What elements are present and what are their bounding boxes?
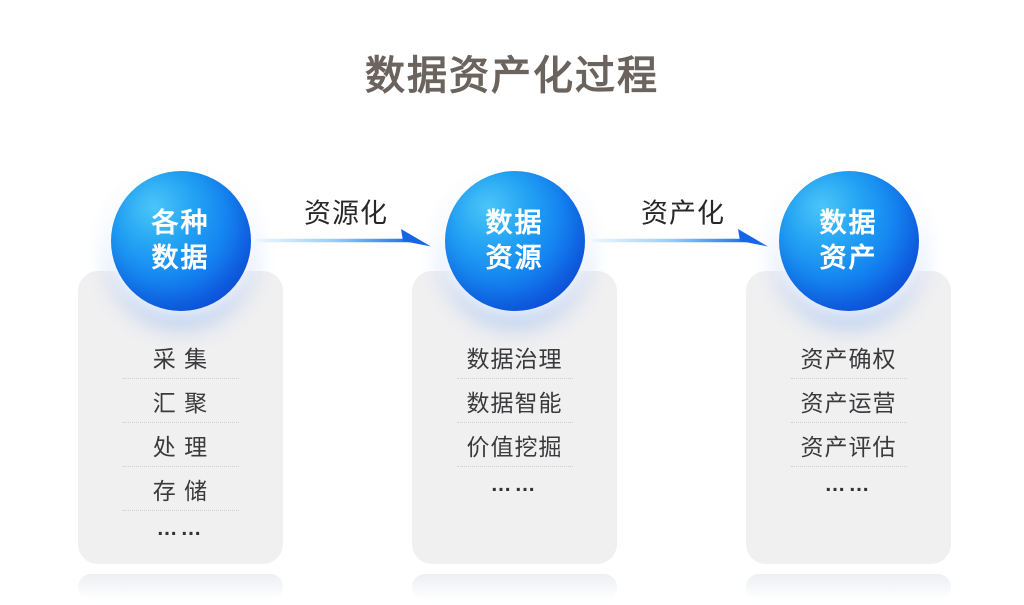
card-reflection	[412, 574, 617, 600]
ellipsis-item: ……	[156, 516, 205, 540]
divider	[790, 378, 907, 379]
list-item: 资产评估	[800, 433, 897, 460]
arrow-assetization	[592, 229, 768, 247]
bubble-label-line1: 数据	[819, 208, 878, 238]
stage-card: 采 集 汇 聚 处 理 存 储 ……	[78, 271, 283, 564]
divider	[790, 422, 907, 423]
divider	[122, 466, 239, 467]
bubble-label-line2: 资源	[485, 243, 544, 273]
bubble-label-line1: 各种	[151, 208, 210, 238]
divider	[456, 378, 573, 379]
page-title: 数据资产化过程	[365, 54, 659, 98]
divider	[456, 466, 573, 467]
list-item: 处 理	[152, 433, 209, 460]
list-item: 数据智能	[466, 389, 563, 416]
stage-bubble: 各种 数据	[110, 171, 251, 311]
stage-bubble: 数据 资源	[444, 171, 585, 311]
divider	[122, 378, 239, 379]
arrow-label-resourcification: 资源化	[304, 198, 388, 229]
stage-card: 数据治理 数据智能 价值挖掘 ……	[412, 271, 617, 564]
divider	[456, 422, 573, 423]
list-item: 采 集	[152, 345, 209, 372]
stage-bubble: 数据 资产	[778, 171, 919, 311]
ellipsis-item: ……	[490, 472, 539, 496]
bubble-label-line2: 数据	[151, 243, 210, 273]
card-reflection	[78, 574, 283, 600]
bubble-label-line1: 数据	[485, 208, 544, 238]
card-reflection	[746, 574, 951, 600]
bubble-label-line2: 资产	[819, 243, 878, 273]
list-item: 价值挖掘	[466, 433, 563, 460]
ellipsis-item: ……	[824, 472, 873, 496]
list-item: 资产确权	[800, 345, 897, 372]
list-item: 资产运营	[800, 389, 897, 416]
divider	[122, 510, 239, 511]
list-item: 汇 聚	[152, 389, 209, 416]
list-item: 数据治理	[466, 345, 563, 372]
arrow-resourcification	[255, 229, 431, 247]
divider	[790, 466, 907, 467]
stage-card: 资产确权 资产运营 资产评估 ……	[746, 271, 951, 564]
arrow-label-assetization: 资产化	[641, 198, 725, 229]
list-item: 存 储	[152, 477, 209, 504]
divider	[122, 422, 239, 423]
